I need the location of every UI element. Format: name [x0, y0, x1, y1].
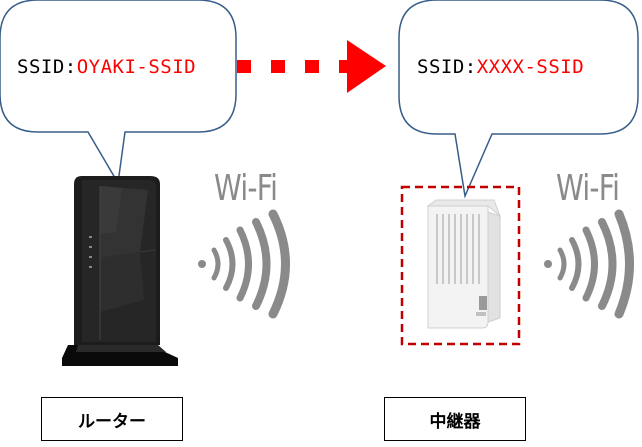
- repeater-ssid-value: XXXX-SSID: [476, 56, 585, 78]
- router-label: ルーター: [41, 397, 183, 441]
- repeater-label: 中継器: [384, 397, 526, 441]
- arrow-head: [347, 40, 386, 93]
- router-icon: [62, 176, 178, 366]
- router-ssid-value: OYAKI-SSID: [76, 56, 197, 78]
- repeater-highlight-box: [400, 185, 521, 346]
- arrow-dash-1: [237, 60, 251, 73]
- ssid-prefix: SSID:: [417, 56, 477, 78]
- left-speech-bubble: [0, 0, 237, 186]
- right-speech-bubble: [398, 0, 639, 199]
- wifi-waves-icon: [544, 209, 634, 319]
- arrow-dash-3: [305, 60, 319, 73]
- arrow-dash-4: [339, 60, 347, 73]
- repeater-ssid-text: SSID:XXXX-SSID: [417, 56, 584, 78]
- repeater-icon: [426, 199, 502, 329]
- arrow-dash-2: [271, 60, 285, 73]
- wifi-label-right: Wi-Fi: [556, 168, 620, 209]
- arrow-right-icon: [237, 40, 386, 93]
- wifi-waves-icon: [198, 209, 290, 319]
- ssid-prefix: SSID:: [17, 56, 77, 78]
- router-ssid-text: SSID:OYAKI-SSID: [17, 56, 196, 78]
- wifi-label-left: Wi-Fi: [214, 168, 278, 209]
